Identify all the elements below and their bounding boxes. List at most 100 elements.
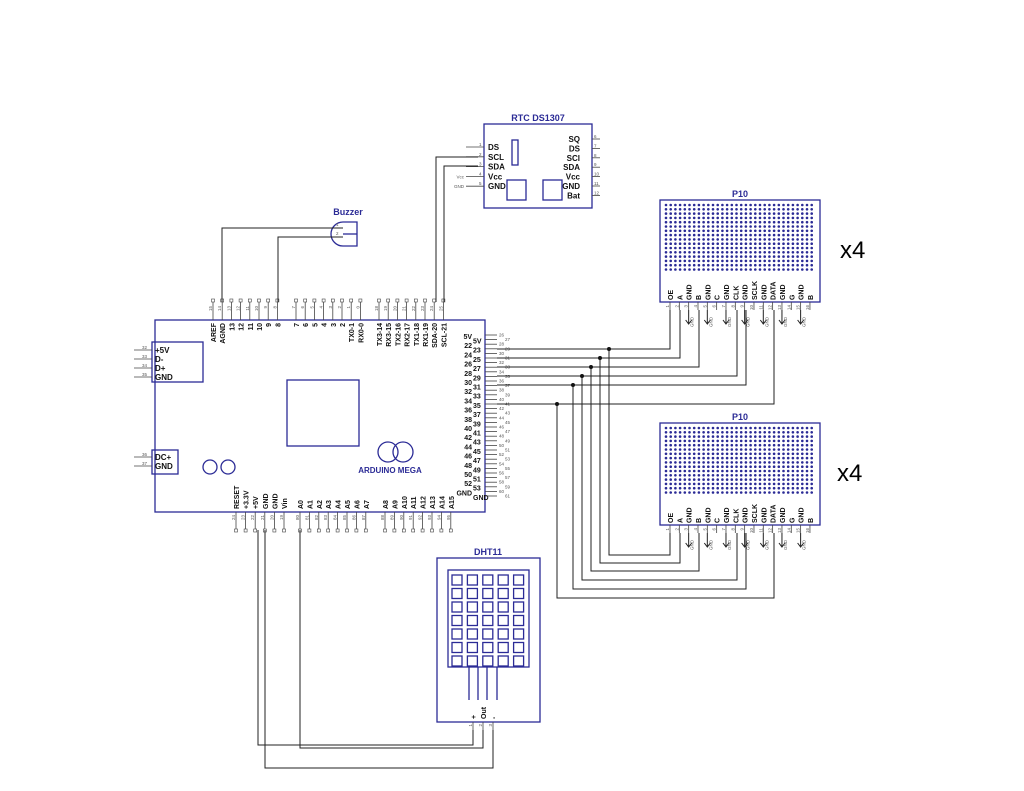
panel-multiplier-top: x4	[840, 237, 865, 264]
dht11-vent	[497, 641, 509, 654]
pin-label: Out	[481, 706, 488, 719]
pin-label: GND	[155, 373, 173, 382]
ground-arrow-icon	[797, 310, 805, 325]
pin-terminal	[243, 528, 248, 533]
pin-terminal	[354, 528, 359, 533]
pin-terminal	[377, 298, 381, 303]
pin-label: 42	[464, 435, 472, 442]
pin-terminal	[386, 298, 391, 303]
pin-label: 9	[266, 323, 273, 327]
pin-number: 82	[314, 515, 319, 521]
pin-number: 13	[777, 305, 782, 311]
pin-label: B	[696, 518, 703, 523]
pin-number: 7	[291, 306, 296, 309]
pin-number: 80	[295, 515, 300, 521]
pin-label: 31	[473, 385, 481, 392]
pin-number: 23	[241, 515, 246, 521]
dht11-vent	[466, 641, 479, 654]
pin-number: 7	[594, 143, 597, 148]
pin-number: 60	[499, 489, 505, 494]
pin-number: 37	[142, 461, 148, 466]
pin-label: 37	[473, 412, 481, 419]
pin-number: 93	[427, 515, 432, 521]
wire-p10-signal	[497, 310, 775, 405]
pin-label: TX3-14	[377, 323, 384, 346]
pin-label: 29	[473, 375, 481, 382]
pin-number: 32	[499, 360, 505, 365]
pin-number: 3	[684, 528, 689, 531]
wire-p10-signal	[497, 310, 681, 359]
pin-label: 33	[473, 394, 481, 401]
led-matrix	[664, 203, 814, 271]
p10-outline	[659, 422, 821, 526]
pin-number: 39	[505, 392, 511, 397]
pin-label: A	[677, 295, 684, 300]
dht11-vent	[497, 628, 509, 640]
wire-p10-signal-bottom	[556, 404, 775, 599]
pin-label: B	[808, 295, 815, 300]
pin-number: 20	[269, 515, 274, 521]
pin-terminal	[234, 528, 238, 533]
ground-arrow-icon	[685, 310, 693, 325]
buzzer-symbol	[330, 221, 358, 247]
pin-number: 2	[674, 305, 679, 308]
wire-p10-signal-bottom	[581, 376, 738, 581]
pin-number: 34	[142, 363, 148, 368]
pin-number: 30	[499, 351, 505, 356]
pin-label: GND	[743, 284, 750, 300]
pin-number: 48	[499, 434, 505, 439]
pin-number: 26	[499, 333, 505, 338]
pin-number: 5	[702, 305, 707, 308]
pin-number: 11	[758, 528, 763, 533]
pin-label: 39	[473, 421, 481, 428]
dht11-vent	[482, 655, 494, 667]
dht11-vent	[482, 587, 494, 600]
pin-terminal	[307, 528, 312, 533]
pin-terminal	[358, 298, 363, 303]
pin-label: RESET	[234, 485, 241, 509]
wire-p10-signal-bottom	[599, 358, 681, 564]
pin-label: 13	[229, 323, 236, 331]
pin-label: +3.3V	[244, 490, 251, 509]
pin-label: A11	[411, 496, 418, 509]
pin-terminal	[272, 528, 277, 533]
dht11-vent	[466, 587, 479, 600]
pin-number: 23	[420, 306, 425, 312]
dc-jack	[151, 449, 179, 475]
pin-label: 34	[464, 398, 472, 405]
ground-arrow-icon	[778, 310, 786, 325]
pin-label: GND	[488, 182, 506, 191]
pin-label: A2	[317, 500, 324, 509]
wire-p10-signal	[497, 310, 671, 350]
pin-label: A	[677, 518, 684, 523]
junction-dot	[607, 347, 611, 351]
pin-number: 6	[712, 528, 717, 531]
ground-net-label: GND	[727, 539, 732, 550]
pin-label: TX1-18	[414, 323, 421, 346]
pin-number: 35	[142, 372, 148, 377]
pin-label: SDA	[563, 163, 580, 172]
dht11-vent	[482, 641, 494, 654]
pin-number: 95	[446, 515, 451, 521]
pin-terminal	[294, 298, 298, 303]
pin-label: GND	[687, 284, 694, 300]
pin-number: 5	[479, 181, 482, 186]
pin-number: 11	[245, 306, 250, 311]
pin-label: A0	[298, 500, 305, 509]
ground-net-label: GND	[746, 539, 751, 550]
pin-number: 4	[319, 306, 324, 309]
pin-terminal	[395, 298, 400, 303]
pin-number: 90	[399, 515, 404, 521]
pin-label: SCL-21	[441, 323, 448, 347]
pin-terminal	[326, 528, 331, 533]
pin-terminal	[420, 528, 425, 533]
pin-label: 44	[464, 444, 472, 451]
pin-label: GND	[263, 493, 270, 509]
pin-label: RX2-17	[405, 323, 412, 347]
pin-number: 2	[674, 528, 679, 531]
pin-label: 6	[303, 323, 310, 327]
pin-label: GND	[724, 507, 731, 523]
wire-dht-gnd	[264, 530, 494, 769]
pin-number: 1	[665, 528, 670, 531]
